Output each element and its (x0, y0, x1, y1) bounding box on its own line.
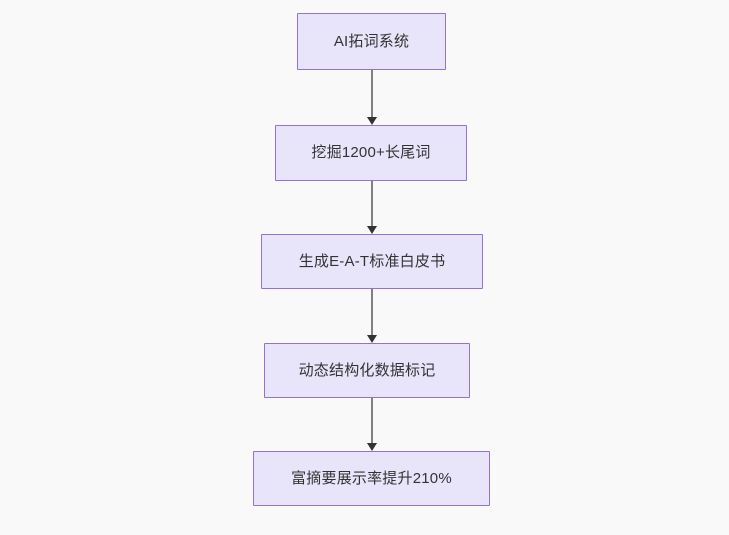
connector-line (371, 181, 373, 226)
connector-line (371, 398, 373, 443)
arrowhead-icon (367, 443, 377, 451)
arrowhead-icon (367, 335, 377, 343)
flow-node-label: 挖掘1200+长尾词 (311, 144, 431, 161)
flow-node-ai-keyword-system[interactable]: AI拓词系统 (297, 13, 446, 70)
flow-connector-4 (367, 398, 377, 451)
flow-connector-1 (367, 70, 377, 125)
flow-node-generate-eat-whitepaper[interactable]: 生成E-A-T标准白皮书 (261, 234, 483, 289)
flow-node-label: 动态结构化数据标记 (298, 361, 436, 379)
flow-node-dynamic-structured-data-markup[interactable]: 动态结构化数据标记 (264, 343, 470, 398)
connector-line (371, 289, 373, 335)
arrowhead-icon (367, 117, 377, 125)
flow-connector-3 (367, 289, 377, 343)
arrowhead-icon (367, 226, 377, 234)
flow-node-mine-longtail-keywords[interactable]: 挖掘1200+长尾词 (275, 125, 467, 181)
flow-node-label: 生成E-A-T标准白皮书 (298, 252, 446, 270)
flow-node-label: AI拓词系统 (333, 32, 410, 50)
flow-connector-2 (367, 181, 377, 234)
flow-node-rich-snippet-impression-lift[interactable]: 富摘要展示率提升210% (253, 451, 490, 506)
flow-node-label: 富摘要展示率提升210% (291, 469, 452, 487)
connector-line (371, 70, 373, 117)
